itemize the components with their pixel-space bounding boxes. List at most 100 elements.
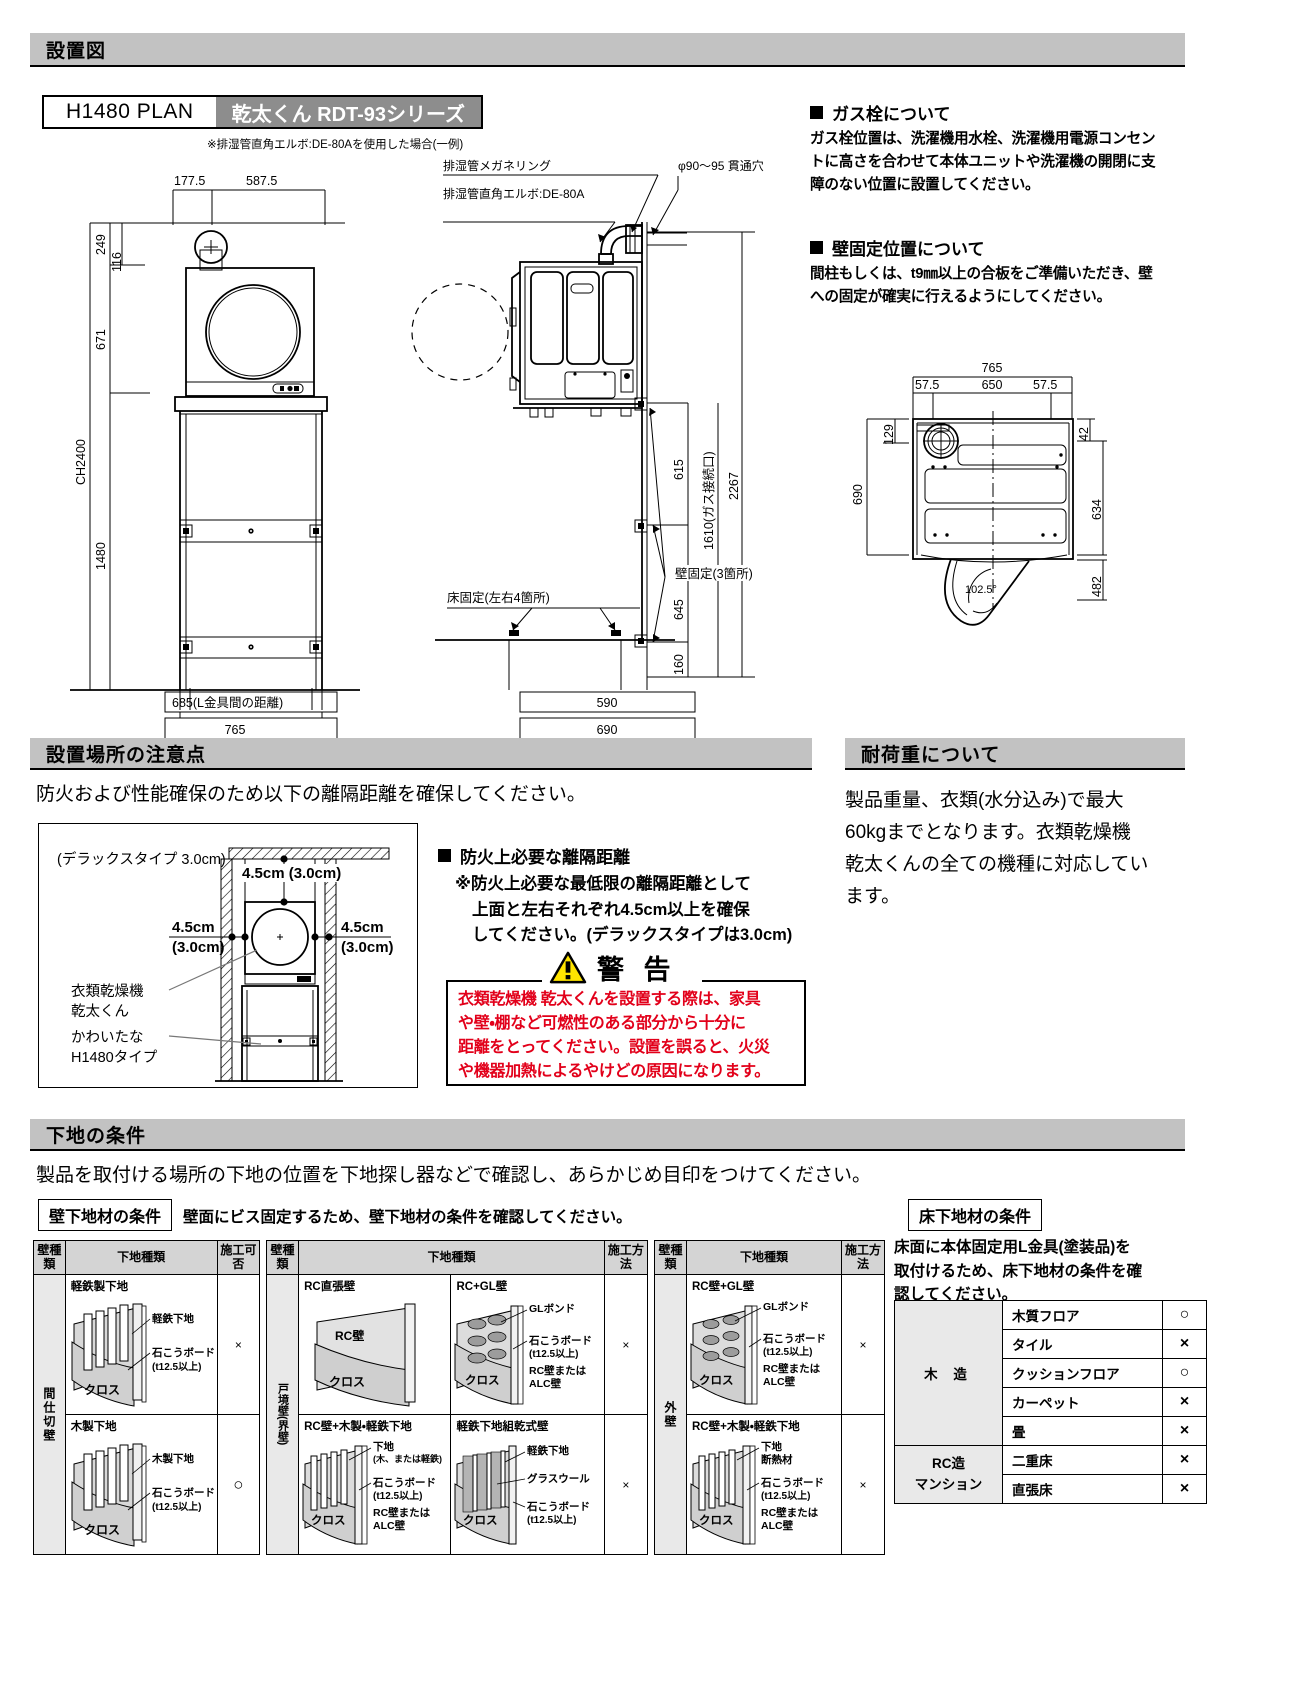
floor-substrate-table: 木 造 木質フロア ○ タイル × クッションフロア ○ カーペット × 畳 ×… (894, 1300, 1207, 1504)
wall-substrate-desc: 壁面にビス固定するため、壁下地材の条件を確認してください。 (183, 1209, 632, 1226)
floor-mark-4: × (1162, 1387, 1207, 1417)
svg-text:クロス: クロス (699, 1374, 734, 1387)
wall-fix-note-heading: 壁固定位置について (810, 235, 985, 260)
wall1-mark-2: ○ (216, 1414, 261, 1555)
floor-desc-line-1: 床面に本体固定用L金具(塗装品)を (894, 1239, 1131, 1256)
dim-129: 129 (882, 424, 896, 445)
plan-model-right: 乾太くん RDT-93シリーズ (215, 97, 482, 127)
svg-text:RC壁または: RC壁または (373, 1506, 431, 1519)
clearance-deluxe-note: (デラックスタイプ 3.0cm) (57, 850, 226, 868)
wall2-cell4-figure: 軽鉄下地 グラスウール 石こうボード (t12.5以上) クロス (454, 1444, 591, 1545)
plan-top-view-drawing: 765 57.5 650 57.5 42 634 482 129 690 (845, 355, 1145, 635)
warning-line-3: 距離をとってください。設置を誤ると、火災 (458, 1039, 770, 1056)
dim-634: 634 (1090, 499, 1104, 520)
clearance-dryer-label-2: 乾太くん (71, 1003, 129, 1020)
warning-body: 衣類乾燥機 乾太くんを設置する際は、家具 や壁・棚など可燃性のある部分から十分に… (458, 988, 770, 1084)
clearance-right-dim-2: (3.0cm) (341, 939, 394, 956)
wall2-mark-2: × (603, 1414, 649, 1555)
dim-angle: 102.5° (965, 584, 997, 596)
plan-note: ※排湿管直角エルボ:DE-80Aを使用した場合(一例) (207, 139, 464, 151)
svg-text:クロス: クロス (84, 1383, 120, 1397)
svg-text:石こうボード: 石こうボード (372, 1476, 436, 1489)
warning-border-right (804, 980, 806, 1086)
svg-text:(t12.5以上): (t12.5以上) (761, 1489, 810, 1502)
floor-group-rc-label: RC造 マンション (894, 1445, 1003, 1504)
wall3-header-kind: 壁種類 (654, 1240, 687, 1275)
wall-table-boundary: 壁種類 下地種類 施工方法 戸境壁(界壁) RC直張壁 RC壁 クロス RC+G… (265, 1240, 649, 1555)
dim-ch2400: CH2400 (74, 439, 88, 485)
gas-note-heading: ガス栓について (810, 100, 951, 125)
warning-header: 警 告 (549, 948, 677, 987)
section-header-installation-drawing: 設置図 (30, 33, 1185, 67)
svg-text:クロス: クロス (463, 1514, 498, 1527)
elevation-drawing: 177.5 587.5 249 116 671 CH2400 1480 (60, 150, 410, 695)
callout-elbow: 排湿管直角エルボ:DE-80A (443, 186, 584, 201)
wall2-header-method: 施工方法 (603, 1240, 649, 1275)
warning-title: 警 告 (597, 955, 677, 985)
wall3-cell-2: RC壁+木製・軽鉄下地 下地 断熱材 石こうボード (t12.5以上) (686, 1414, 842, 1555)
wall2-cell2-figure: GLボンド 石こうボード (t12.5以上) RC壁または ALC壁 クロス (454, 1302, 592, 1405)
wall1-cell1-figure: 軽鉄下地 石こうボード (t12.5以上) クロス (71, 1303, 215, 1407)
section-title-installation-notes: 設置場所の注意点 (46, 744, 207, 766)
floor-name-5: 畳 (1002, 1416, 1163, 1446)
svg-text:(t12.5以上): (t12.5以上) (152, 1360, 201, 1373)
floor-row-6: RC造 マンション 二重床 × (894, 1445, 1207, 1504)
dim-765-plan: 765 (982, 361, 1003, 375)
svg-text:軽鉄下地: 軽鉄下地 (527, 1444, 569, 1457)
floor-name-1: 木質フロア (1002, 1300, 1163, 1330)
svg-text:石こうボード: 石こうボード (760, 1476, 824, 1489)
clearance-shelf-label-1: かわいたな (71, 1029, 144, 1046)
wall1-kind-label: 間仕切壁 (33, 1274, 66, 1555)
dim-116: 116 (110, 252, 124, 272)
dim-177-5: 177.5 (174, 174, 205, 188)
warning-line-4: や機器加熱によるやけどの原因になります。 (458, 1063, 770, 1080)
dim-645: 645 (672, 599, 686, 620)
warning-line-2: や壁・棚など可燃性のある部分から十分に (458, 1015, 746, 1032)
dim-1610: 1610(ガス接続口) (701, 451, 716, 550)
substrate-lead-text: 製品を取付ける場所の下地の位置を下地探し器などで確認し、あらかじめ目印をつけてく… (36, 1165, 872, 1186)
dim-1480: 1480 (94, 542, 108, 570)
svg-text:石こうボード: 石こうボード (762, 1332, 826, 1345)
wall1-header-kind: 壁種類 (33, 1240, 66, 1275)
floor-mark-5: × (1162, 1416, 1207, 1446)
dim-482: 482 (1090, 576, 1104, 597)
clearance-right-dim-1: 4.5cm (341, 919, 384, 936)
section-header-installation-notes: 設置場所の注意点 (30, 738, 812, 770)
svg-text:クロス: クロス (465, 1374, 500, 1387)
wall3-cell1-title: RC壁+GL壁 (692, 1281, 755, 1293)
dim-249: 249 (94, 234, 108, 255)
svg-text:断熱材: 断熱材 (761, 1453, 793, 1466)
wall1-cell2-title: 木製下地 (70, 1421, 117, 1433)
dim-615: 615 (672, 459, 686, 480)
section-bottom-dims: 590 690 (425, 688, 785, 750)
wall2-mark-1: × (603, 1274, 649, 1415)
svg-text:下地: 下地 (373, 1440, 394, 1453)
svg-text:(t12.5以上): (t12.5以上) (529, 1347, 578, 1360)
wall2-cell2-title: RC+GL壁 (456, 1281, 508, 1293)
svg-text:(t12.5以上): (t12.5以上) (373, 1489, 422, 1502)
svg-text:RC壁: RC壁 (335, 1328, 364, 1343)
floor-substrate-label: 床下地材の条件 (908, 1199, 1043, 1231)
floor-group-wood-label: 木 造 (894, 1300, 1003, 1446)
svg-text:RC壁または: RC壁または (761, 1506, 819, 1519)
load-line-2: 60kgまでとなります。衣類乾燥機 (845, 821, 1131, 843)
floor-name-4: カーペット (1002, 1387, 1163, 1417)
wall-fix-note-body: 間柱もしくは、t9㎜以上の合板をご準備いただき、壁への固定が確実に行えるようにし… (810, 266, 1153, 306)
svg-text:RC壁または: RC壁または (763, 1362, 821, 1375)
clearance-figure-box: (デラックスタイプ 3.0cm) 4.5cm (3.0cm) 4.5cm (3.… (38, 823, 418, 1088)
warning-line-1: 衣類乾燥機 乾太くんを設置する際は、家具 (458, 991, 761, 1008)
fire-clearance-title: 防火上必要な離隔距離 (460, 848, 630, 867)
floor-row-3: クッションフロア ○ (895, 1358, 1207, 1388)
dim-690-plan: 690 (851, 484, 865, 505)
bullet-square-icon (810, 241, 823, 254)
load-line-4: ます。 (845, 885, 901, 907)
wall2-cell4-title: 軽鉄下地組乾式壁 (456, 1421, 549, 1433)
warning-triangle-icon (549, 951, 587, 984)
wall-table-partition: 壁種類 下地種類 施工可否 間仕切壁 軽鉄製下地 軽鉄下地 (33, 1240, 261, 1555)
clearance-shelf-label-2: H1480タイプ (71, 1049, 158, 1066)
dim-590: 590 (597, 696, 618, 710)
section-title-load-capacity: 耐荷重について (861, 744, 1001, 766)
floor-name-6: 二重床 (1002, 1445, 1163, 1475)
floor-name-2: タイル (1002, 1329, 1163, 1359)
floor-name-7: 直張床 (1002, 1474, 1163, 1504)
